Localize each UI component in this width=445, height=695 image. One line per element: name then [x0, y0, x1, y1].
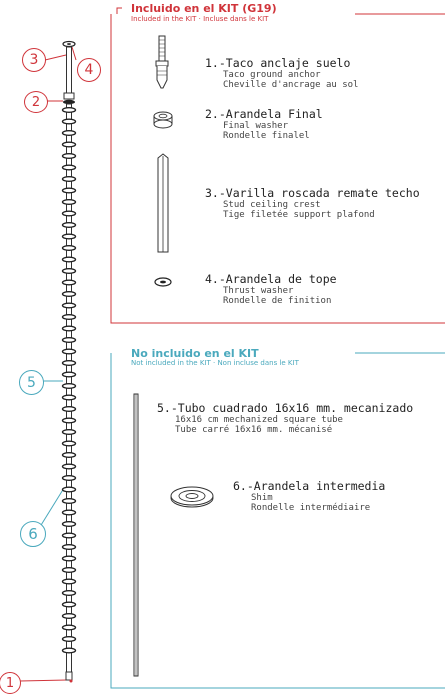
item-line-en: Stud ceiling crest	[223, 200, 321, 210]
thrust-washer-icon	[154, 277, 172, 287]
column-shim	[61, 532, 77, 539]
item-title: 3.-Varilla roscada remate techo	[205, 186, 420, 200]
included-frame-side	[110, 14, 445, 324]
column-shim	[61, 647, 77, 654]
item-line-en: Thrust washer	[223, 286, 294, 296]
threaded-rod-icon	[157, 153, 169, 253]
callout-1: 1	[0, 672, 21, 694]
column-shim	[61, 406, 77, 413]
column-shim	[61, 302, 77, 309]
column-shim	[61, 129, 77, 136]
column-final-washer	[63, 92, 75, 100]
not-included-section-title: No incluido en el KIT	[131, 347, 259, 360]
item-line-en: Final washer	[223, 121, 289, 131]
column-shim	[61, 498, 77, 505]
column-ground-anchor	[65, 671, 73, 681]
intermediate-washer-icon	[170, 486, 214, 508]
column-shim	[61, 118, 77, 125]
item-line-fr: Rondelle de finition	[223, 296, 332, 306]
ground-anchor-icon	[155, 35, 169, 89]
column-shim	[61, 521, 77, 528]
column-shim	[61, 268, 77, 275]
column-shim	[61, 325, 77, 332]
column-shim	[61, 624, 77, 631]
column-shim	[61, 175, 77, 182]
column-shim	[61, 360, 77, 367]
column-shim	[61, 636, 77, 643]
item-line-en: Shim	[251, 493, 273, 503]
item-threaded-rod: 3.-Varilla roscada remate techo Stud cei…	[205, 186, 420, 220]
column-shim	[61, 613, 77, 620]
column-shim	[61, 452, 77, 459]
callout-3: 3	[22, 48, 46, 72]
column-shim	[61, 417, 77, 424]
included-section-subtitle: Included in the KIT · Incluse dans le KI…	[131, 15, 269, 23]
column-shim	[61, 164, 77, 171]
item-line-fr: Cheville d'ancrage au sol	[223, 80, 359, 90]
not-included-section-subtitle: Not included in the KIT · Non incluse da…	[131, 359, 299, 367]
column-shim	[61, 590, 77, 597]
column-shim	[61, 314, 77, 321]
column-shim	[61, 256, 77, 263]
column-shim	[61, 198, 77, 205]
item-line-fr: Tube carré 16x16 mm. mécanisé	[175, 425, 333, 435]
item-line-fr: Tige filetée support plafond	[223, 210, 375, 220]
item-thrust-washer: 4.-Arandela de tope Thrust washer Rondel…	[205, 272, 337, 306]
column-shim	[61, 371, 77, 378]
column-shim	[61, 567, 77, 574]
final-washer-icon	[153, 111, 173, 129]
callout-5: 5	[19, 370, 44, 395]
not-included-frame-side	[110, 353, 445, 689]
item-final-washer: 2.-Arandela Final Final washer Rondelle …	[205, 107, 323, 141]
item-square-tube: 5.-Tubo cuadrado 16x16 mm. mecanizado 16…	[157, 401, 413, 435]
column-shim	[61, 394, 77, 401]
column-shim	[61, 440, 77, 447]
item-title: 1.-Taco anclaje suelo	[205, 56, 351, 70]
column-shim	[61, 463, 77, 470]
column-shim	[61, 210, 77, 217]
callout-6: 6	[20, 521, 46, 547]
column-shim	[61, 233, 77, 240]
column-shim	[61, 475, 77, 482]
column-shim	[61, 544, 77, 551]
column-shim	[61, 429, 77, 436]
item-title: 2.-Arandela Final	[205, 107, 323, 121]
callout-2: 2	[24, 91, 48, 113]
column-shim	[61, 337, 77, 344]
column-shim	[61, 601, 77, 608]
item-line-fr: Rondelle finalel	[223, 131, 310, 141]
column-shim	[61, 291, 77, 298]
column-shim	[61, 187, 77, 194]
column-shim	[61, 221, 77, 228]
included-section-title: Incluido en el KIT (G19)	[131, 2, 277, 15]
item-title: 5.-Tubo cuadrado 16x16 mm. mecanizado	[157, 401, 414, 415]
column-shim	[61, 106, 77, 113]
column-shim	[61, 509, 77, 516]
column-shim	[61, 486, 77, 493]
item-title: 6.-Arandela intermedia	[233, 479, 386, 493]
column-shim	[61, 578, 77, 585]
column-shim	[61, 141, 77, 148]
column-shim	[61, 279, 77, 286]
item-intermediate-washer: 6.-Arandela intermedia Shim Rondelle int…	[233, 479, 385, 513]
item-title: 4.-Arandela de tope	[205, 272, 337, 286]
item-ground-anchor: 1.-Taco anclaje suelo Taco ground anchor…	[205, 56, 358, 90]
column-shim	[61, 383, 77, 390]
column-shim	[61, 348, 77, 355]
item-line-en: Taco ground anchor	[223, 70, 321, 80]
column-shim	[61, 555, 77, 562]
column-shim	[61, 152, 77, 159]
square-tube-icon	[133, 393, 139, 677]
item-line-fr: Rondelle intermédiaire	[251, 503, 371, 513]
item-line-en: 16x16 cm mechanized square tube	[175, 415, 343, 425]
column-shim	[61, 244, 77, 251]
callout-4: 4	[77, 58, 101, 82]
